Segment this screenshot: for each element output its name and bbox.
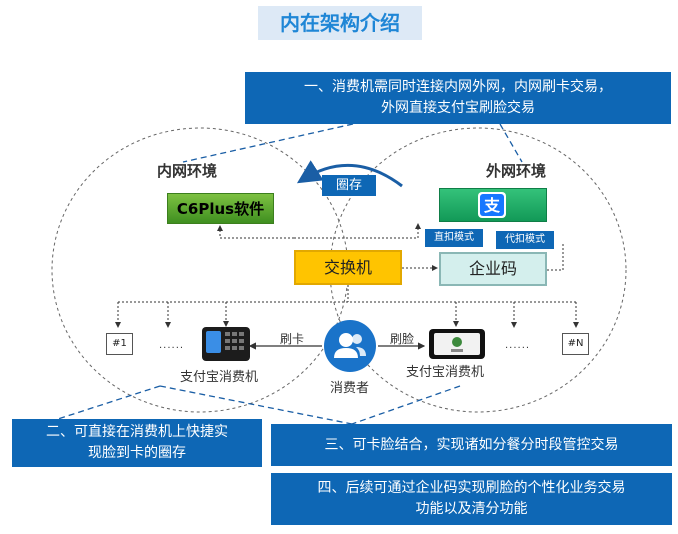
callout-quancun: 二、可直接在消费机上快捷实 现脸到卡的圈存: [12, 419, 262, 467]
outer-env-label: 外网环境: [486, 162, 547, 180]
swipe-card-label: 刷卡: [280, 332, 305, 346]
page-title: 内在架构介绍: [258, 6, 422, 40]
ellipsis-right: ......: [505, 340, 531, 351]
callout-quancun-line1: 二、可直接在消费机上快捷实: [46, 424, 228, 440]
svg-text:支: 支: [483, 196, 501, 215]
switch-box: 交换机: [294, 250, 402, 285]
consumer-circle: [324, 320, 376, 372]
terminal-left-label: 支付宝消费机: [180, 370, 259, 385]
quancun-badge: 圈存: [322, 175, 376, 196]
callout-network-line2: 外网直接支付宝刷脸交易: [381, 100, 535, 116]
people-icon: [334, 333, 366, 358]
outer-env-circle: [329, 127, 627, 413]
node-last: #N: [562, 333, 589, 355]
swipe-face-label: 刷脸: [390, 332, 415, 346]
callout-card-face: 三、可卡脸结合，实现诸如分餐分时段管控交易: [271, 424, 672, 466]
callout-enterprise-line1: 四、后续可通过企业码实现刷脸的个性化业务交易: [317, 480, 626, 496]
callout-enterprise-code: 四、后续可通过企业码实现刷脸的个性化业务交易 功能以及清分功能: [271, 473, 672, 525]
enterprise-code-box: 企业码: [439, 252, 547, 286]
consumer-label: 消费者: [330, 381, 370, 396]
alipay-box: 支: [439, 188, 547, 222]
callout-network-line1: 一、消费机需同时连接内网外网，内网刷卡交易，: [304, 79, 612, 95]
node-first: #1: [106, 333, 133, 355]
ellipsis-left: ......: [159, 340, 185, 351]
proxy-mode-badge: 代扣模式: [496, 231, 554, 249]
callout-network: 一、消费机需同时连接内网外网，内网刷卡交易， 外网直接支付宝刷脸交易: [245, 72, 671, 124]
terminal-right-label: 支付宝消费机: [406, 365, 485, 380]
pos-terminal-icon: [201, 326, 251, 362]
alipay-logo-icon: 支: [478, 192, 506, 218]
callout-enterprise-line2: 功能以及清分功能: [415, 501, 528, 517]
c6plus-software-box: C6Plus软件: [167, 193, 274, 224]
callout-quancun-line2: 现脸到卡的圈存: [88, 445, 186, 461]
direct-mode-badge: 直扣模式: [425, 229, 483, 247]
pos-terminal-icon: [428, 328, 486, 360]
inner-env-label: 内网环境: [157, 162, 218, 180]
